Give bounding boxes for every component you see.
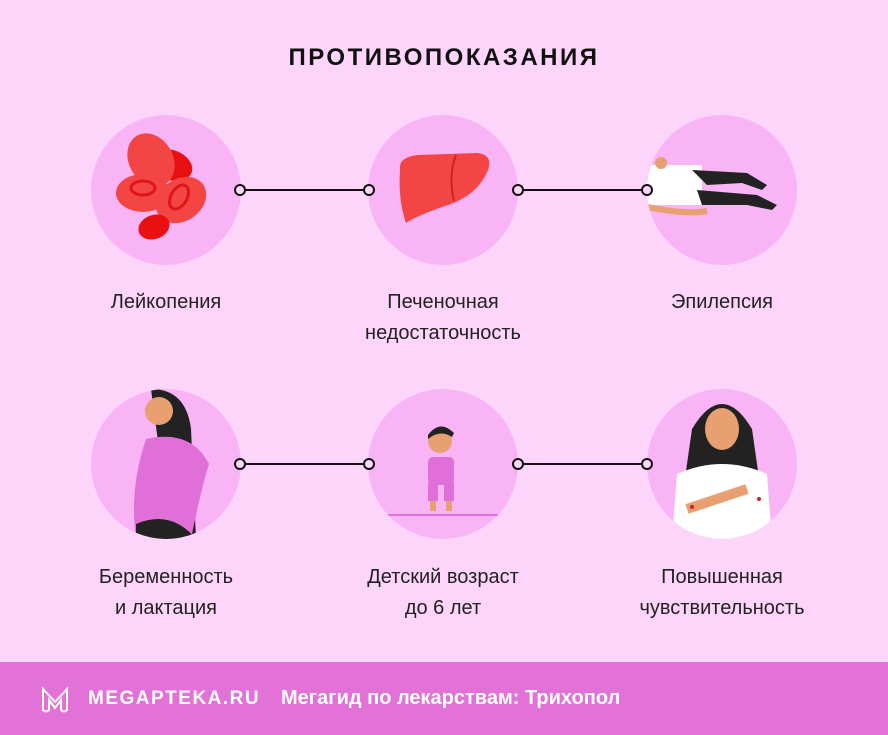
connector-line: [240, 463, 369, 465]
connector-line: [518, 463, 647, 465]
label-epilepsy: Эпилепсия: [670, 291, 773, 313]
pregnancy-illustration: [91, 389, 241, 539]
page-title: ПРОТИВОПОКАЗАНИЯ: [288, 44, 600, 71]
child-illustration: [368, 389, 518, 539]
blood-cells-illustration: [91, 115, 241, 265]
connector-line: [518, 189, 647, 191]
connector-dot: [234, 458, 246, 470]
epilepsy-illustration: [647, 115, 797, 265]
connector-dot: [512, 458, 524, 470]
connector-line: [240, 189, 369, 191]
liver-illustration: [368, 115, 518, 265]
megapteka-logo-icon: [42, 686, 68, 713]
connector-dot: [234, 184, 246, 196]
footer-subtitle: Мегагид по лекарствам: Трихопол: [281, 687, 621, 709]
allergy-illustration: [647, 389, 797, 539]
footer: MEGAPTEKA.RU Мегагид по лекарствам: Трих…: [0, 662, 888, 735]
connector-dot: [363, 458, 375, 470]
connector-dot: [512, 184, 524, 196]
connector-dot: [641, 184, 653, 196]
label-leukopenia: Лейкопения: [110, 291, 222, 313]
connector-dot: [641, 458, 653, 470]
connector-dot: [363, 184, 375, 196]
brand-name: MEGAPTEKA.RU: [88, 688, 261, 709]
